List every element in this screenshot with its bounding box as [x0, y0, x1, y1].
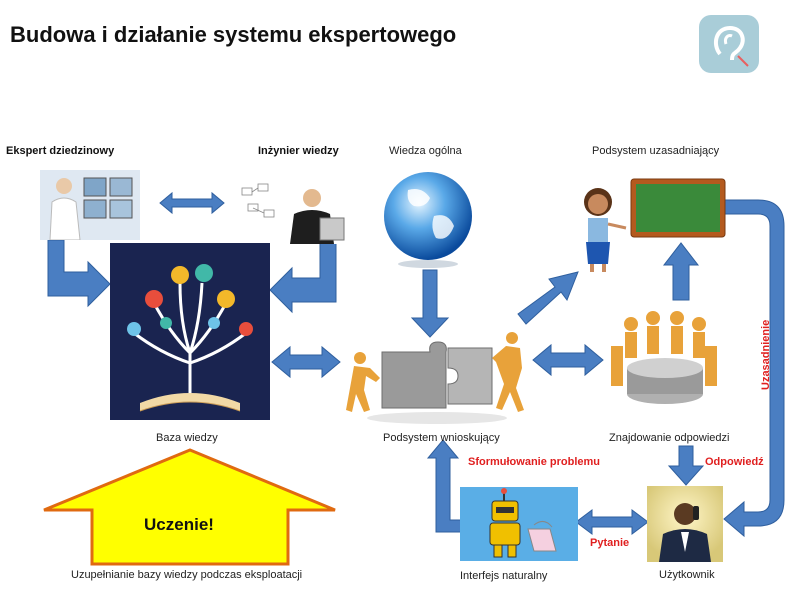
arrow-inference-answers — [532, 343, 604, 377]
label-kb-update: Uzupełnianie bazy wiedzy podczas eksploa… — [71, 569, 303, 581]
learning-arrow — [43, 448, 336, 566]
label-general-knowledge: Wiedza ogólna — [389, 145, 462, 157]
doctor-at-screens-icon — [40, 170, 140, 240]
arrow-answers-to-user — [667, 445, 705, 486]
flow-label-answer: Odpowiedź — [705, 456, 764, 468]
arrow-expert-engineer — [159, 191, 225, 215]
teacher-at-board-icon — [584, 188, 627, 272]
label-finding-answers: Znajdowanie odpowiedzi — [609, 432, 730, 444]
label-user: Użytkownik — [659, 569, 715, 581]
arrow-engineer-to-kb — [269, 242, 337, 314]
arrow-inference-to-justification — [517, 271, 579, 325]
page-title: Budowa i działanie systemu ekspertowego — [10, 22, 457, 47]
arrow-expert-to-kb — [47, 239, 111, 308]
flow-label-justification-text: Uzasadnienie — [760, 319, 772, 390]
label-inference-subsystem: Podsystem wnioskujący — [383, 432, 500, 444]
chalkboard-icon — [630, 178, 726, 238]
robot-icon — [460, 487, 578, 561]
arrow-interface-user — [575, 509, 649, 535]
label-justification-subsystem: Podsystem uzasadniający — [592, 145, 720, 157]
label-natural-interface: Interfejs naturalny — [460, 570, 548, 582]
engineer-at-laptop-icon — [238, 178, 346, 244]
flow-label-problem: Sformułowanie problemu — [468, 456, 601, 468]
user-on-phone-icon — [647, 486, 723, 562]
figures-meeting-icon — [611, 311, 717, 404]
arrow-interface-to-inference — [426, 439, 463, 533]
arrow-board-to-user — [703, 199, 785, 538]
arrow-kb-inference — [271, 345, 341, 379]
flow-label-justification: Uzasadnienie — [756, 300, 776, 395]
globe-icon — [384, 172, 472, 268]
ear-logo-icon — [699, 15, 759, 73]
knowledge-tree-book-icon — [110, 243, 270, 420]
arrow-answers-to-board — [662, 242, 700, 301]
learning-label: Uczenie! — [144, 515, 214, 534]
label-expert: Ekspert dziedzinowy — [6, 145, 115, 157]
label-engineer: Inżynier wiedzy — [258, 145, 339, 157]
arrow-globe-to-inference — [410, 269, 450, 338]
label-knowledge-base: Baza wiedzy — [156, 432, 218, 444]
puzzle-figures-icon — [346, 332, 524, 424]
flow-label-question: Pytanie — [590, 537, 630, 549]
